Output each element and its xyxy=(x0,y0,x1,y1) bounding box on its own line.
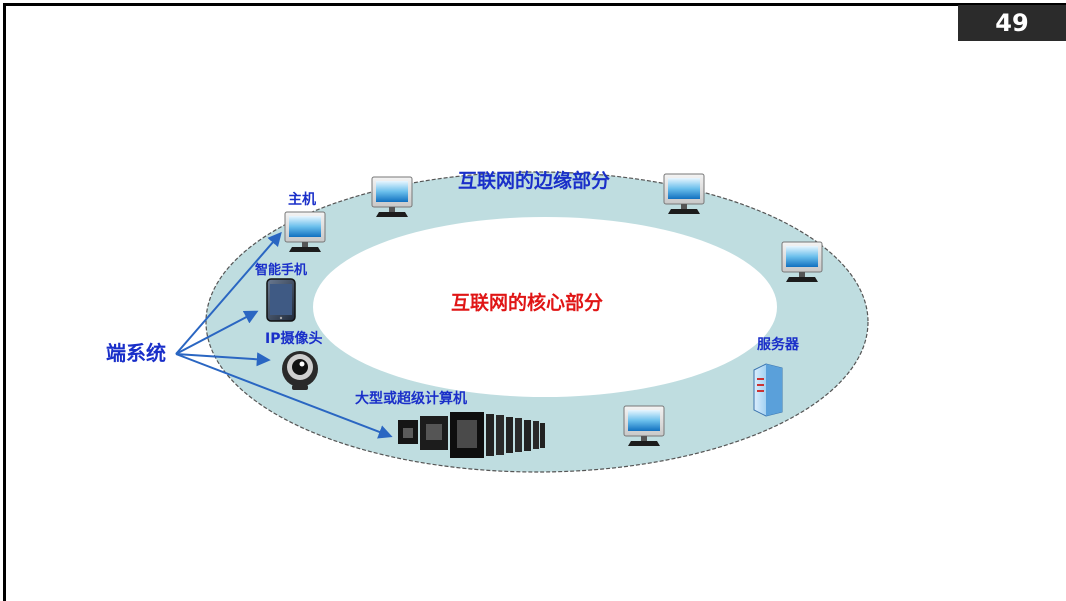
edge-title: 互联网的边缘部分 xyxy=(458,170,611,192)
supercomputer-label: 大型或超级计算机 xyxy=(355,391,467,407)
host-label: 主机 xyxy=(288,192,316,208)
server-icon xyxy=(753,363,783,417)
end-system-label: 端系统 xyxy=(106,341,166,365)
page-number: 49 xyxy=(958,5,1066,41)
end-system-arrows xyxy=(175,231,393,439)
smartphone-icon xyxy=(266,278,296,322)
supercomputer-icon xyxy=(398,412,545,458)
ip-camera-label: IP摄像头 xyxy=(265,331,323,347)
smartphone-label: 智能手机 xyxy=(255,263,308,278)
core-title: 互联网的核心部分 xyxy=(451,292,604,314)
core-area xyxy=(313,217,777,397)
ip-camera-icon xyxy=(282,351,318,390)
slide-frame xyxy=(3,3,1066,601)
server-label: 服务器 xyxy=(757,337,799,353)
